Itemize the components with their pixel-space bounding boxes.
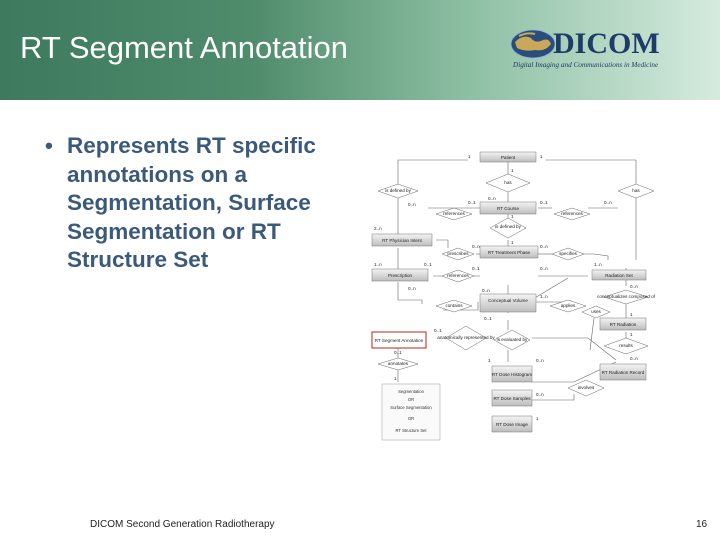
svg-text:0..1: 0..1 — [468, 200, 476, 205]
svg-text:annotates: annotates — [388, 361, 409, 366]
entity-conceptual-volume: Conceptual Volume — [479, 293, 537, 313]
relationship-diamonds — [377, 173, 655, 397]
svg-text:RT Dose Histogram: RT Dose Histogram — [492, 372, 532, 377]
entity-rt-dose-image: RT Dose Image — [491, 415, 533, 433]
er-diagram: Patient RT Course RT Physician Intent RT… — [371, 151, 656, 441]
svg-text:0..n: 0..n — [488, 196, 496, 201]
svg-text:involves: involves — [578, 385, 595, 390]
dicom-logo: DICOM Digital Imaging and Communications… — [510, 27, 660, 69]
svg-text:Conceptual Volume: Conceptual Volume — [488, 298, 528, 303]
footer-text: DICOM Second Generation Radiotherapy — [90, 519, 275, 530]
svg-text:RT Dose Image: RT Dose Image — [496, 422, 528, 427]
svg-text:0..n: 0..n — [536, 392, 544, 397]
svg-text:1..n: 1..n — [374, 262, 382, 267]
svg-text:1: 1 — [511, 240, 514, 245]
page-number: 16 — [696, 519, 708, 530]
svg-text:1: 1 — [630, 332, 633, 337]
cardinality-labels: 1 1 1 0..n 0..1 0..n 0..n 0..1 1 1 2..n … — [374, 154, 638, 421]
entity-rt-segment-annotation: RT Segment Annotation — [371, 331, 427, 349]
svg-text:RT Treatment Phase: RT Treatment Phase — [488, 250, 531, 255]
svg-text:OR: OR — [408, 397, 414, 402]
svg-text:0..1: 0..1 — [472, 266, 480, 271]
svg-text:OR: OR — [408, 416, 414, 421]
svg-text:0..1: 0..1 — [484, 316, 492, 321]
svg-text:0..n: 0..n — [536, 358, 544, 363]
svg-text:RT Structure Set: RT Structure Set — [395, 428, 427, 433]
svg-text:RT Radiation Record: RT Radiation Record — [602, 370, 645, 375]
svg-text:1: 1 — [468, 154, 471, 159]
svg-text:prescribes: prescribes — [447, 251, 469, 256]
svg-text:1: 1 — [536, 416, 539, 421]
svg-text:Radiation Set: Radiation Set — [605, 273, 633, 278]
svg-text:has: has — [632, 188, 640, 193]
svg-text:applies: applies — [561, 303, 576, 308]
bullet-point: • Represents RT specific annotations on … — [45, 132, 365, 275]
svg-text:is defined by: is defined by — [495, 224, 521, 229]
relation-labels: has is defined by has references referen… — [385, 180, 656, 390]
svg-text:references: references — [447, 273, 469, 278]
svg-text:0..n: 0..n — [630, 284, 638, 289]
svg-text:1: 1 — [540, 154, 543, 159]
svg-text:1: 1 — [511, 168, 514, 173]
entity-prescription: Prescription — [371, 268, 429, 282]
svg-text:0..n: 0..n — [540, 244, 548, 249]
entity-rt-dose-samples: RT Dose Samples — [491, 389, 533, 407]
svg-text:1: 1 — [630, 312, 633, 317]
svg-text:1..n: 1..n — [594, 262, 602, 267]
svg-text:is defined by: is defined by — [385, 188, 411, 193]
svg-text:uses: uses — [591, 309, 601, 314]
svg-text:0..n: 0..n — [408, 202, 416, 207]
svg-text:RT Segment Annotation: RT Segment Annotation — [375, 338, 424, 343]
entity-patient: Patient — [479, 151, 537, 163]
svg-text:0..n: 0..n — [472, 244, 480, 249]
entity-rt-radiation: RT Radiation — [599, 317, 647, 331]
svg-text:1: 1 — [394, 376, 397, 381]
svg-text:anatomically represented by: anatomically represented by — [437, 335, 495, 340]
entity-rt-radiation-record: RT Radiation Record — [599, 363, 647, 381]
slide-title: RT Segment Annotation — [20, 30, 349, 65]
svg-text:2..n: 2..n — [374, 226, 382, 231]
bullet-text: Represents RT specific annotations on a … — [67, 133, 316, 272]
svg-text:0..1: 0..1 — [540, 200, 548, 205]
svg-text:RT Dose Samples: RT Dose Samples — [493, 396, 531, 401]
svg-text:0..n: 0..n — [482, 288, 490, 293]
bullet-dot-icon: • — [45, 133, 53, 158]
svg-text:Segmentation: Segmentation — [398, 389, 425, 394]
svg-text:RT Physician Intent: RT Physician Intent — [382, 238, 422, 243]
svg-text:Prescription: Prescription — [388, 273, 413, 278]
svg-text:conceptualizes composed of: conceptualizes composed of — [597, 294, 656, 299]
svg-text:RT Course: RT Course — [497, 206, 519, 211]
svg-text:0..1: 0..1 — [394, 350, 402, 355]
svg-text:1..n: 1..n — [540, 294, 548, 299]
entity-rt-treatment-phase: RT Treatment Phase — [479, 245, 539, 259]
entity-rt-course: RT Course — [479, 201, 537, 215]
svg-text:1: 1 — [511, 214, 514, 219]
svg-text:0..n: 0..n — [408, 286, 416, 291]
entity-radiation-set: Radiation Set — [591, 269, 647, 281]
svg-text:RT Radiation: RT Radiation — [610, 322, 637, 327]
globe-icon — [510, 29, 556, 59]
svg-text:0..n: 0..n — [540, 266, 548, 271]
svg-text:0..n: 0..n — [604, 200, 612, 205]
svg-text:0..1: 0..1 — [434, 328, 442, 333]
svg-text:results: results — [619, 343, 633, 348]
entity-rt-dose-histogram: RT Dose Histogram — [491, 365, 532, 383]
entity-rt-physician-intent: RT Physician Intent — [371, 233, 433, 247]
svg-text:specifies: specifies — [559, 251, 578, 256]
svg-text:references: references — [443, 211, 465, 216]
logo-tagline: Digital Imaging and Communications in Me… — [512, 61, 659, 69]
svg-text:0..n: 0..n — [630, 356, 638, 361]
svg-text:has: has — [504, 180, 512, 185]
svg-text:contains: contains — [445, 303, 463, 308]
title-bar: RT Segment Annotation DICOM Digital Imag… — [0, 0, 720, 100]
logo-name: DICOM — [553, 27, 660, 60]
svg-text:Surface Segmentation: Surface Segmentation — [390, 405, 432, 410]
svg-text:1: 1 — [488, 358, 491, 363]
svg-text:0..1: 0..1 — [424, 262, 432, 267]
svg-text:is evaluated by: is evaluated by — [497, 337, 528, 342]
svg-text:Patient: Patient — [501, 155, 516, 160]
segmentation-options-card: Segmentation OR Surface Segmentation OR … — [381, 383, 441, 441]
svg-text:references: references — [561, 211, 583, 216]
